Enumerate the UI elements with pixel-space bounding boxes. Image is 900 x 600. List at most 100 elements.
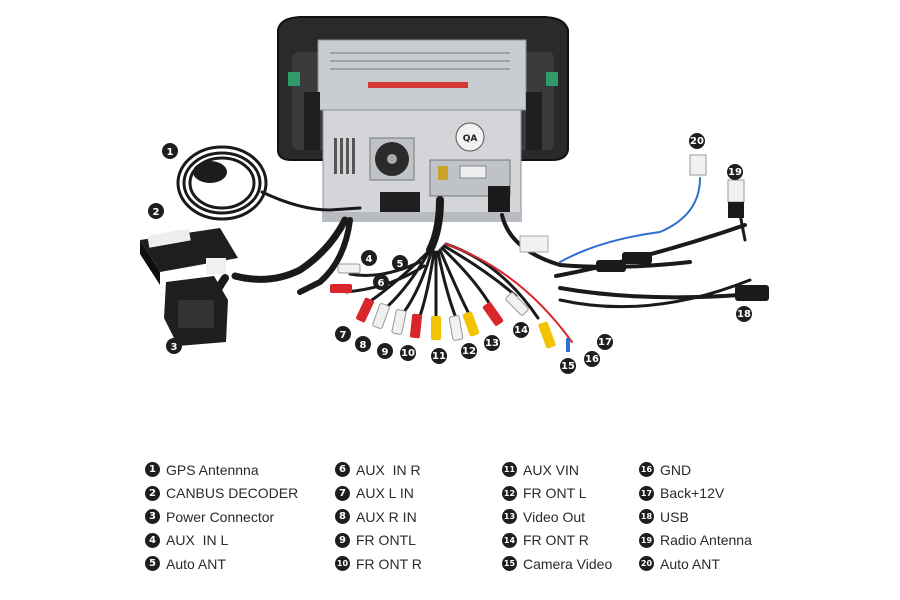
callout-2: 2 (148, 203, 164, 219)
legend-item: 2 CANBUS DECODER (145, 482, 298, 506)
legend-label: AUX R IN (356, 508, 417, 525)
legend-column-2: 6 AUX IN R 7 AUX L IN 8 AUX R IN 9 FR ONTL 1… (335, 458, 422, 576)
gps-antenna-puck (193, 161, 227, 183)
number-badge: 3 (145, 509, 160, 525)
svg-text:4: 4 (366, 254, 373, 265)
callout-8: 8 (355, 336, 371, 352)
svg-text:1: 1 (167, 147, 174, 158)
number-badge: 14 (502, 532, 517, 548)
gold-connector (438, 166, 448, 180)
svg-text:19: 19 (728, 167, 742, 178)
svg-text:8: 8 (360, 340, 367, 351)
callout-1: 1 (162, 143, 178, 159)
legend-label: FR ONTL (356, 532, 416, 549)
legend-item: 5 Auto ANT (145, 552, 298, 576)
callout-20: 20 (689, 133, 705, 149)
legend-label: Power Connector (166, 508, 275, 525)
legend-label: AUX IN R (356, 461, 421, 478)
callout-18: 18 (736, 306, 752, 322)
callout-9: 9 (377, 343, 393, 359)
svg-text:6: 6 (378, 278, 385, 289)
svg-text:18: 18 (737, 309, 751, 320)
callout-17: 17 (597, 334, 613, 350)
number-badge: 9 (335, 532, 350, 548)
legend-label: FR ONT R (356, 555, 422, 572)
number-badge: 19 (639, 532, 654, 548)
legend-label: Camera Video (523, 555, 613, 572)
legend-label: AUX L IN (356, 485, 414, 502)
legend-item: 10 FR ONT R (335, 552, 422, 576)
legend-label: Video Out (523, 508, 586, 525)
legend-label: USB (660, 508, 689, 525)
svg-text:20: 20 (690, 136, 704, 147)
number-badge: 8 (335, 509, 350, 525)
svg-text:7: 7 (340, 330, 347, 341)
number-badge: 18 (639, 509, 654, 525)
number-badge: 20 (639, 556, 654, 572)
legend-item: 15 Camera Video (502, 552, 612, 576)
svg-text:QA: QA (463, 134, 478, 144)
svg-text:14: 14 (514, 325, 528, 336)
svg-text:15: 15 (561, 361, 575, 372)
legend-label: GND (660, 461, 692, 478)
legend-label: FR ONT R (523, 532, 589, 549)
svg-text:9: 9 (382, 347, 389, 358)
legend-item: 12 FR ONT L (502, 482, 612, 506)
canbus-decoder-box (140, 228, 238, 285)
number-badge: 17 (639, 485, 654, 501)
callout-7: 7 (335, 326, 351, 342)
callout-4: 4 (361, 250, 377, 266)
number-badge: 11 (502, 462, 517, 478)
number-badge: 5 (145, 556, 160, 572)
number-badge: 7 (335, 485, 350, 501)
power-connector (164, 276, 228, 346)
number-badge: 10 (335, 556, 350, 572)
callout-5: 5 (392, 255, 408, 271)
callout-6: 6 (373, 274, 389, 290)
legend-label: FR ONT L (523, 485, 587, 502)
svg-text:3: 3 (171, 342, 178, 353)
number-badge: 16 (639, 462, 654, 478)
callout-16: 16 (584, 351, 600, 367)
legend-label: GPS Antennna (166, 461, 259, 478)
number-badge: 15 (502, 556, 517, 572)
callout-10: 10 (400, 345, 416, 361)
legend-item: 6 AUX IN R (335, 458, 422, 482)
callout-13: 13 (484, 335, 500, 351)
callout-11: 11 (431, 348, 447, 364)
legend-item: 19 Radio Antenna (639, 529, 752, 553)
callout-15: 15 (560, 358, 576, 374)
usb-plug (735, 285, 769, 301)
svg-text:11: 11 (432, 351, 446, 362)
warning-label (368, 82, 468, 88)
svg-text:5: 5 (397, 259, 404, 270)
legend-item: 18 USB (639, 505, 752, 529)
legend-item: 17 Back+12V (639, 482, 752, 506)
legend-label: Back+12V (660, 485, 725, 502)
svg-text:16: 16 (585, 354, 599, 365)
number-badge: 12 (502, 485, 517, 501)
legend-item: 3 Power Connector (145, 505, 298, 529)
svg-text:12: 12 (462, 346, 476, 357)
legend-label: Radio Antenna (660, 532, 752, 549)
legend-item: 8 AUX R IN (335, 505, 422, 529)
legend-item: 9 FR ONTL (335, 529, 422, 553)
svg-text:10: 10 (401, 348, 415, 359)
legend-label: AUX IN L (166, 532, 229, 549)
number-badge: 13 (502, 509, 517, 525)
number-badge: 4 (145, 532, 160, 548)
number-badge: 2 (145, 485, 160, 501)
legend-label: CANBUS DECODER (166, 485, 299, 502)
legend-item: 16 GND (639, 458, 752, 482)
callout-3: 3 (166, 338, 182, 354)
legend-label: Auto ANT (166, 555, 226, 572)
svg-text:13: 13 (485, 338, 499, 349)
number-badge: 6 (335, 462, 350, 478)
svg-text:17: 17 (598, 337, 612, 348)
right-connectors (519, 154, 769, 301)
